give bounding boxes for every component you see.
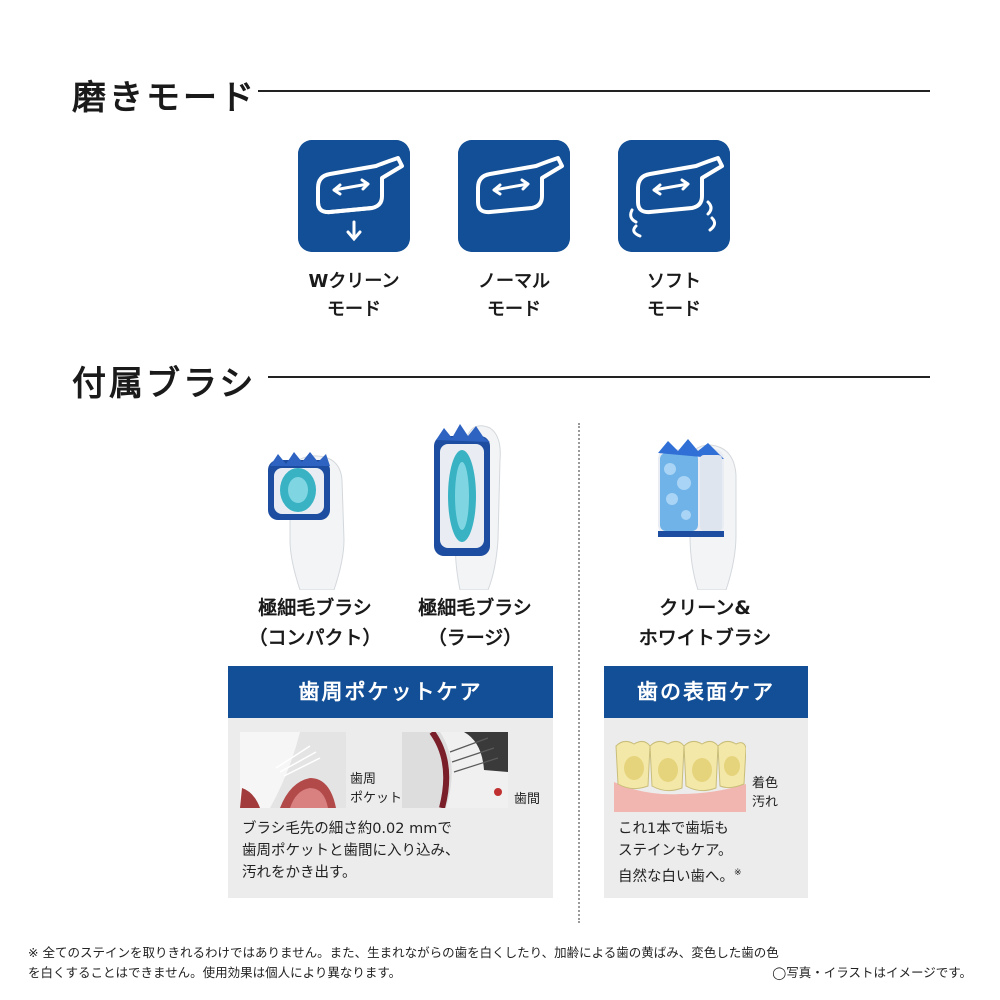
- mode-w-clean: Wクリーン モード: [298, 140, 410, 324]
- dotted-divider: [578, 423, 580, 923]
- panel-surface-care: 歯の表面ケア 着色 汚れ これ1本で歯垢も ステインもケア。 自然な白い歯へ。※: [604, 666, 808, 898]
- photo-gum-pocket: [240, 732, 346, 808]
- panel-heading: 歯の表面ケア: [604, 666, 808, 718]
- section-divider: [258, 90, 930, 92]
- brush-head-normal-icon: [458, 140, 570, 252]
- mode-label: Wクリーン モード: [308, 271, 400, 320]
- teeth-illustration: [614, 740, 746, 812]
- footnote-line1: ※ 全てのステインを取りきれるわけではありません。また、生まれながらの歯を白くし…: [28, 945, 779, 960]
- mode-soft: ソフト モード: [618, 140, 730, 324]
- panel-description: これ1本で歯垢も ステインもケア。 自然な白い歯へ。※: [618, 818, 804, 888]
- brush-large-image: [434, 424, 501, 590]
- tag-gap: 歯間: [514, 792, 541, 807]
- mode-label: ノーマル モード: [478, 271, 550, 320]
- panel-pocket-care: 歯周ポケットケア 歯周 ポケット 歯間 ブラシ毛先の細さ約0.02 mmで 歯周…: [228, 666, 553, 898]
- brush-compact-image: [268, 452, 345, 590]
- note-mark: ※: [734, 868, 742, 878]
- mode-normal: ノーマル モード: [458, 140, 570, 324]
- footnote-image-note: ◯写真・イラストはイメージです。: [772, 965, 972, 980]
- panel-description-text: これ1本で歯垢も ステインもケア。 自然な白い歯へ。: [618, 821, 734, 885]
- tag-pocket: 歯周 ポケット: [350, 772, 403, 806]
- brush-head-soft-icon: [618, 140, 730, 252]
- mode-label: ソフト モード: [647, 271, 701, 320]
- tag-stain: 着色 汚れ: [752, 776, 779, 810]
- section-title-modes: 磨きモード: [72, 78, 257, 118]
- photo-interdental: [402, 732, 508, 808]
- panel-heading: 歯周ポケットケア: [228, 666, 553, 718]
- brush-name-compact: 極細毛ブラシ （コンパクト）: [248, 597, 382, 649]
- brush-name-large: 極細毛ブラシ （ラージ）: [418, 597, 532, 649]
- section-title-brushes: 付属ブラシ: [72, 364, 257, 404]
- brush-head-w-clean-icon: [298, 140, 410, 252]
- footnote-line2: を白くすることはできません。使用効果は個人により異なります。: [28, 965, 402, 980]
- section-divider: [268, 376, 930, 378]
- brush-name-clean-white: クリーン& ホワイトブラシ: [638, 597, 772, 649]
- panel-description: ブラシ毛先の細さ約0.02 mmで 歯周ポケットと歯間に入り込み、 汚れをかき出…: [242, 821, 460, 881]
- brush-clean-white-image: [658, 439, 737, 590]
